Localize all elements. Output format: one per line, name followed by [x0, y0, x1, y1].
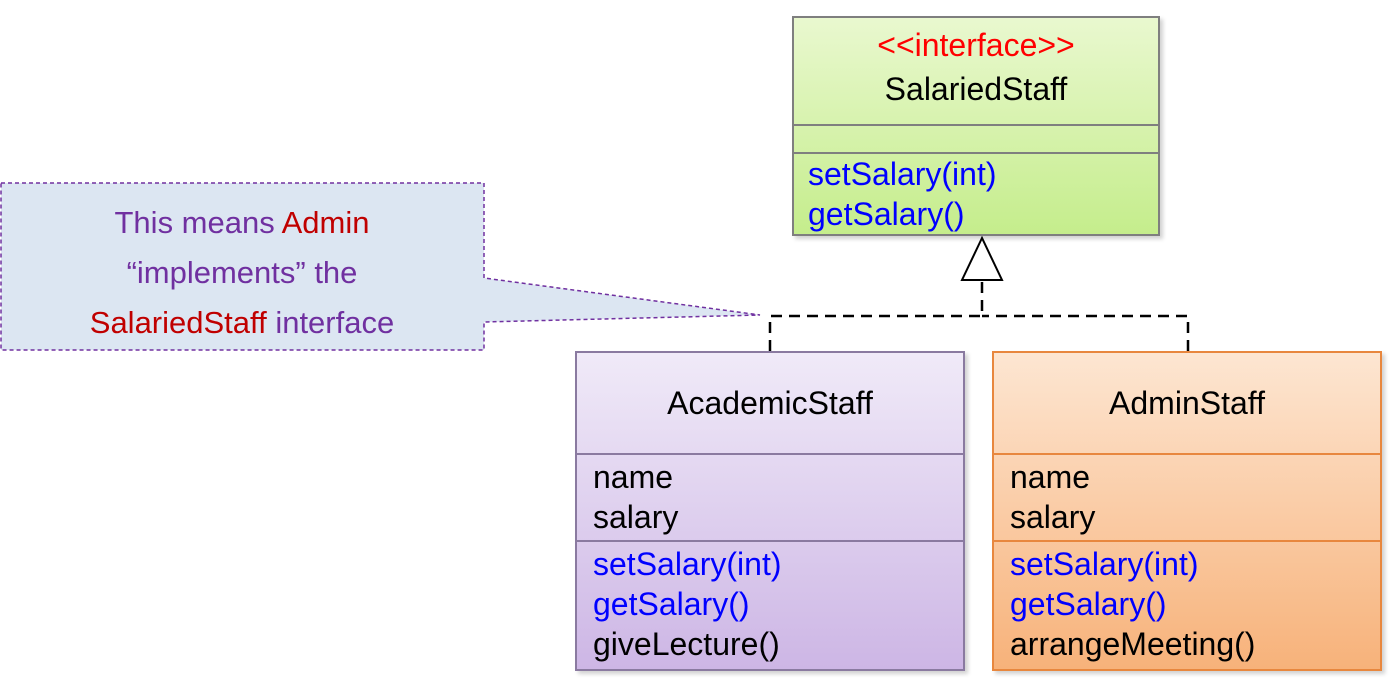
- interface-attributes: [794, 126, 1158, 154]
- interface-salariedstaff-box: <<interface>> SalariedStaff setSalary(in…: [792, 16, 1160, 236]
- callout-highlight-salariedstaff: SalariedStaff: [89, 305, 267, 340]
- interface-header: <<interface>> SalariedStaff: [794, 18, 1158, 126]
- callout-shape: [0, 182, 761, 351]
- interface-name: SalariedStaff: [884, 71, 1068, 107]
- admin-class-name: AdminStaff: [994, 353, 1380, 455]
- admin-attributes: name salary: [994, 455, 1380, 542]
- callout-note: This means Admin “implements” the Salari…: [0, 198, 484, 348]
- realization-line-admin: [982, 314, 1190, 351]
- academic-attr: name: [593, 459, 674, 495]
- academic-op: getSalary(): [593, 586, 750, 622]
- academic-attributes: name salary: [577, 455, 963, 542]
- class-academicstaff-box: AcademicStaff name salary setSalary(int)…: [575, 351, 965, 671]
- academic-op: giveLecture(): [593, 626, 780, 662]
- academic-operations: setSalary(int) getSalary() giveLecture(): [577, 542, 963, 664]
- interface-op: getSalary(): [808, 196, 965, 232]
- admin-op: getSalary(): [1010, 586, 1167, 622]
- admin-op: setSalary(int): [1010, 546, 1199, 582]
- academic-class-name: AcademicStaff: [577, 353, 963, 455]
- admin-attr: name: [1010, 459, 1091, 495]
- realization-line-academic: [768, 280, 984, 351]
- callout-line-3: SalariedStaff interface: [0, 298, 484, 348]
- callout-highlight-admin: Admin: [281, 205, 370, 240]
- callout-text-1: This means: [114, 205, 282, 240]
- interface-op: setSalary(int): [808, 156, 997, 192]
- academic-op: setSalary(int): [593, 546, 782, 582]
- interface-stereotype: <<interface>>: [877, 27, 1075, 63]
- callout-line-2: “implements” the: [126, 255, 358, 290]
- callout-line-1: This means Admin: [0, 198, 484, 248]
- admin-operations: setSalary(int) getSalary() arrangeMeetin…: [994, 542, 1380, 664]
- class-adminstaff-box: AdminStaff name salary setSalary(int) ge…: [992, 351, 1382, 671]
- callout-text-5: interface: [266, 305, 395, 340]
- academic-attr: salary: [593, 499, 679, 535]
- realization-arrowhead: [960, 235, 1004, 281]
- admin-op: arrangeMeeting(): [1010, 626, 1256, 662]
- interface-operations: setSalary(int) getSalary(): [794, 154, 1158, 234]
- admin-attr: salary: [1010, 499, 1096, 535]
